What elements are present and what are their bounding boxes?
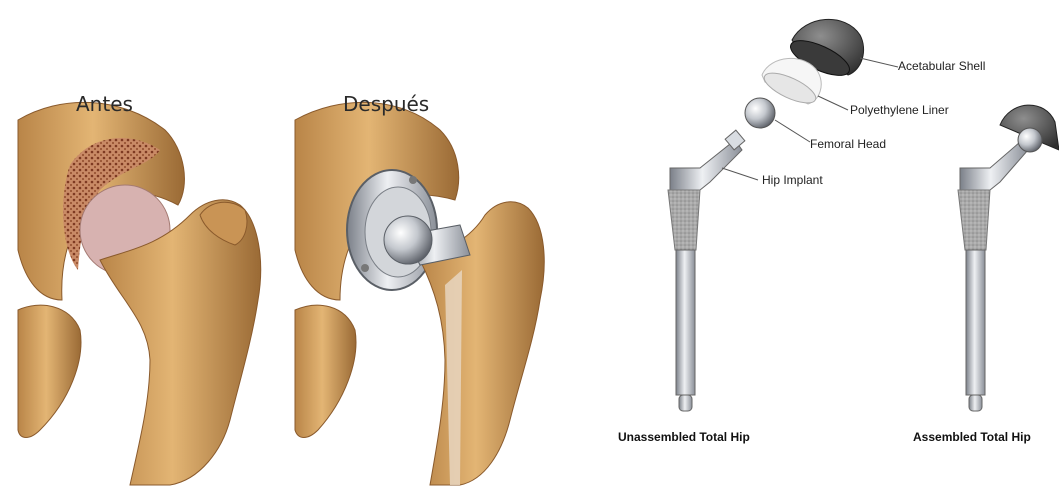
implant-components — [668, 19, 1059, 411]
assembled-caption: Assembled Total Hip — [913, 430, 1031, 444]
assembled-stem — [958, 105, 1059, 411]
before-ischium — [18, 305, 81, 437]
femoral-head-label: Femoral Head — [810, 137, 886, 151]
femoral-head-leader — [775, 120, 810, 142]
after-screw-2 — [409, 176, 417, 184]
polyethylene-liner-label: Polyethylene Liner — [850, 103, 949, 117]
before-label: Antes — [76, 92, 133, 116]
polyethylene-liner-leader — [818, 96, 848, 110]
after-label: Después — [343, 92, 429, 116]
before-hip-illustration — [18, 102, 261, 485]
femoral-head-ball — [745, 98, 775, 128]
after-ischium — [295, 305, 356, 437]
unassembled-caption: Unassembled Total Hip — [618, 430, 750, 444]
after-screw-1 — [361, 264, 369, 272]
hip-implant-label: Hip Implant — [762, 173, 823, 187]
after-hip-illustration — [295, 102, 544, 485]
after-femoral-head — [384, 216, 432, 264]
acetabular-shell-leader — [860, 58, 898, 67]
hip-implant-leader — [722, 168, 758, 180]
acetabular-shell-label: Acetabular Shell — [898, 59, 985, 73]
